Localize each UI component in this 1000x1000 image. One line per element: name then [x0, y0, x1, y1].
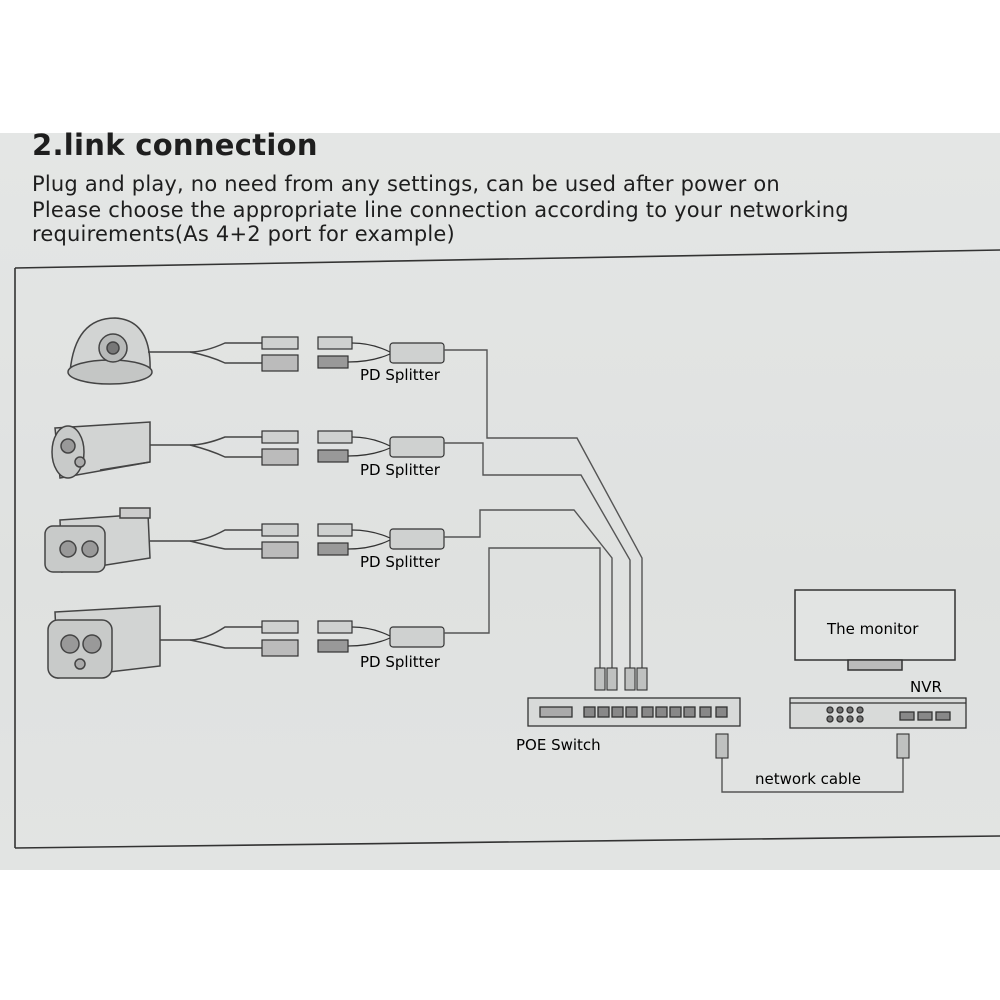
intro-line-3: requirements(As 4+2 port for example) [32, 222, 455, 246]
pd-splitter-label: PD Splitter [360, 553, 441, 571]
bullet-camera-icon [51, 421, 151, 479]
splitter-network-cables [444, 349, 643, 668]
bullet-camera-icon [47, 605, 161, 679]
dome-camera-icon [67, 317, 153, 385]
pd-splitter-label: PD Splitter [360, 461, 441, 479]
pd-splitter-icons [317, 336, 445, 653]
poe-switch-icon [527, 697, 741, 727]
network-cable [721, 758, 904, 793]
poe-switch-label: POE Switch [516, 736, 601, 754]
camera-connectors [261, 336, 299, 657]
monitor-label: The monitor [826, 620, 919, 638]
manual-page [0, 133, 1000, 870]
monitor-icon [794, 589, 956, 671]
nvr-label: NVR [910, 678, 942, 696]
rj45-plugs [715, 733, 910, 759]
pd-splitter-label: PD Splitter [360, 366, 441, 384]
bullet-camera-icon [44, 507, 151, 573]
section-heading: 2.link connection [32, 128, 318, 162]
camera-cables [148, 342, 262, 649]
nvr-icon [789, 697, 967, 729]
intro-line-2: Please choose the appropriate line conne… [32, 198, 849, 222]
rj45-plugs [594, 667, 648, 691]
intro-line-1: Plug and play, no need from any settings… [32, 172, 780, 196]
diagram-frame [14, 249, 1000, 849]
network-cable-label: network cable [755, 770, 861, 788]
pd-splitter-label: PD Splitter [360, 653, 441, 671]
